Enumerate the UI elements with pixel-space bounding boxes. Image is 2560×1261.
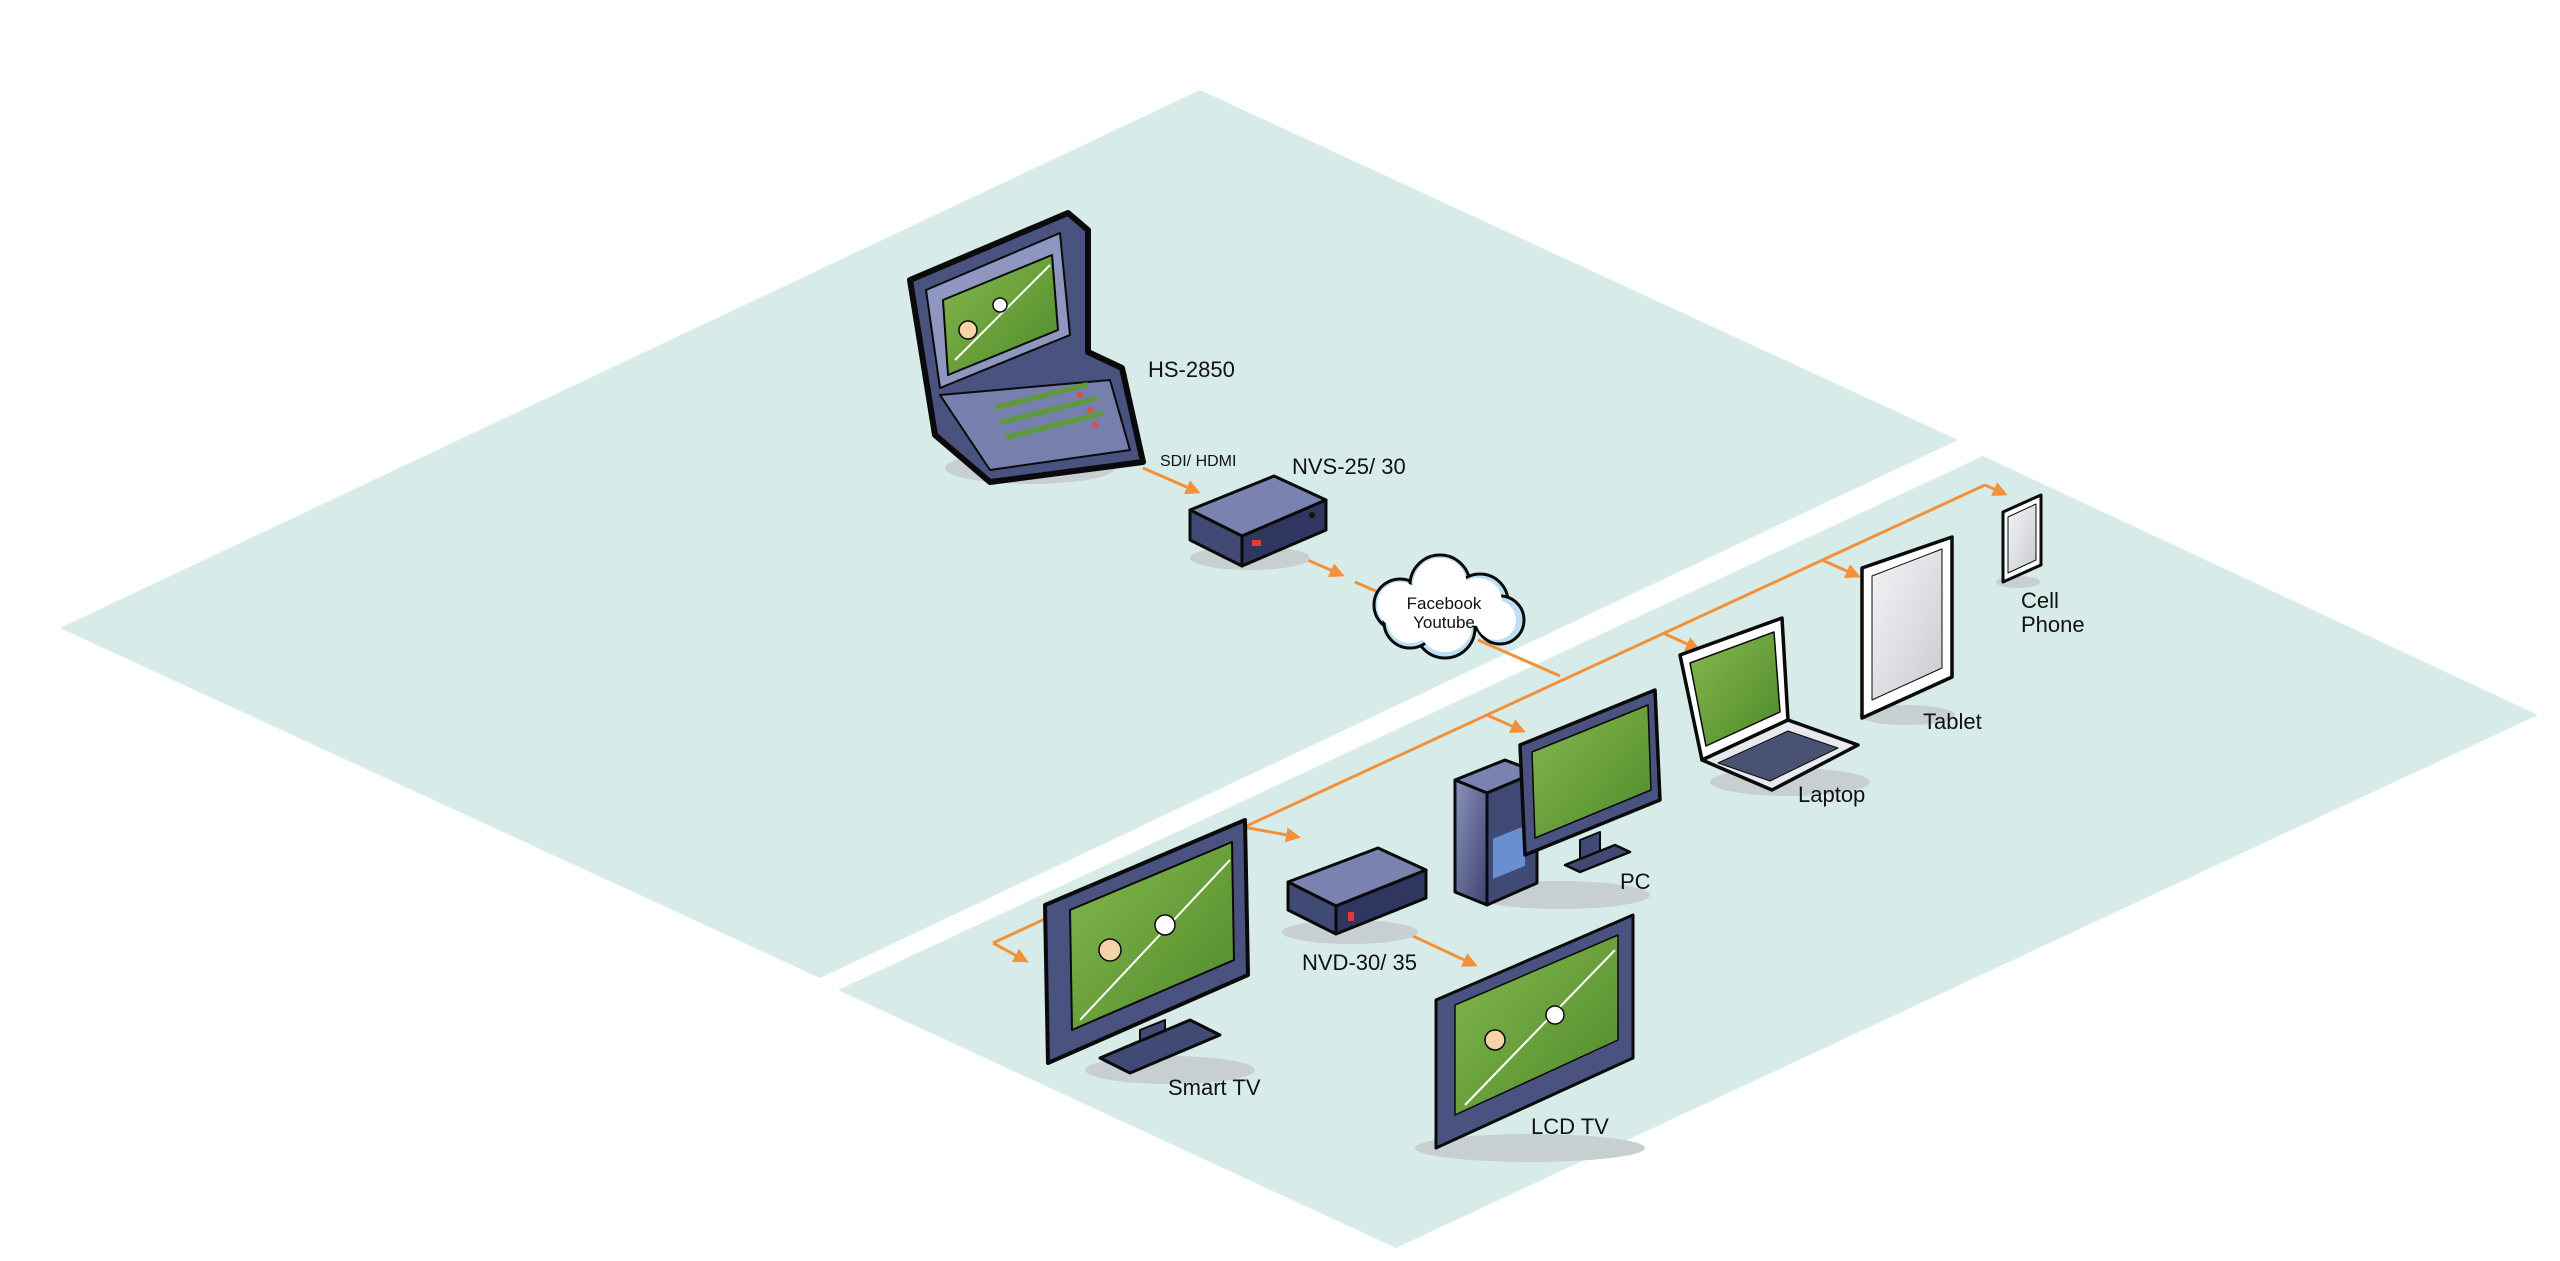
label-smarttv: Smart TV	[1168, 1075, 1261, 1100]
link-hs2850-to-nvs	[1142, 466, 1201, 495]
link-nvs-to-cloud	[1302, 556, 1345, 578]
link-bus-to-smarttv	[992, 941, 1029, 963]
link-bus-to-cellphone	[1984, 482, 2008, 496]
hs2850-switcher	[907, 210, 1146, 485]
label-cellphone-line1: Cell	[2021, 588, 2059, 613]
laptop-device	[1678, 616, 1870, 796]
label-nvs: NVS-25/ 30	[1292, 454, 1406, 479]
link-bus-to-pc	[1486, 713, 1526, 733]
label-pc: PC	[1620, 869, 1651, 894]
label-laptop: Laptop	[1798, 782, 1865, 807]
nvs-encoder	[1188, 474, 1328, 570]
link-nvs-to-cloud-dash	[1354, 580, 1381, 595]
link-bus-to-laptop	[1662, 631, 1701, 651]
nvd-decoder	[1282, 846, 1428, 944]
tablet-device	[1859, 535, 1955, 725]
label-cellphone-line2: Phone	[2021, 612, 2085, 637]
smarttv-device	[1043, 818, 1255, 1084]
label-sdi-hdmi: SDI/ HDMI	[1160, 453, 1236, 470]
label-tablet: Tablet	[1923, 709, 1982, 734]
link-bus-to-nvd	[1242, 825, 1301, 843]
cellphone-device	[1996, 493, 2043, 588]
label-cloud-line1: Facebook	[1407, 594, 1482, 613]
label-lcdtv: LCD TV	[1531, 1114, 1609, 1139]
lcdtv-device	[1415, 913, 1645, 1162]
cloud-service	[1372, 553, 1526, 660]
label-hs2850: HS-2850	[1148, 357, 1235, 382]
link-bus-to-tablet	[1821, 558, 1861, 578]
production-zone-plane	[60, 90, 1958, 978]
pc-device	[1453, 688, 1662, 909]
label-nvd: NVD-30/ 35	[1302, 950, 1417, 975]
viewing-zone-plane	[838, 456, 2538, 1248]
link-cloud-to-bus	[1477, 638, 1561, 678]
label-cloud-line2: Youtube	[1413, 613, 1475, 632]
